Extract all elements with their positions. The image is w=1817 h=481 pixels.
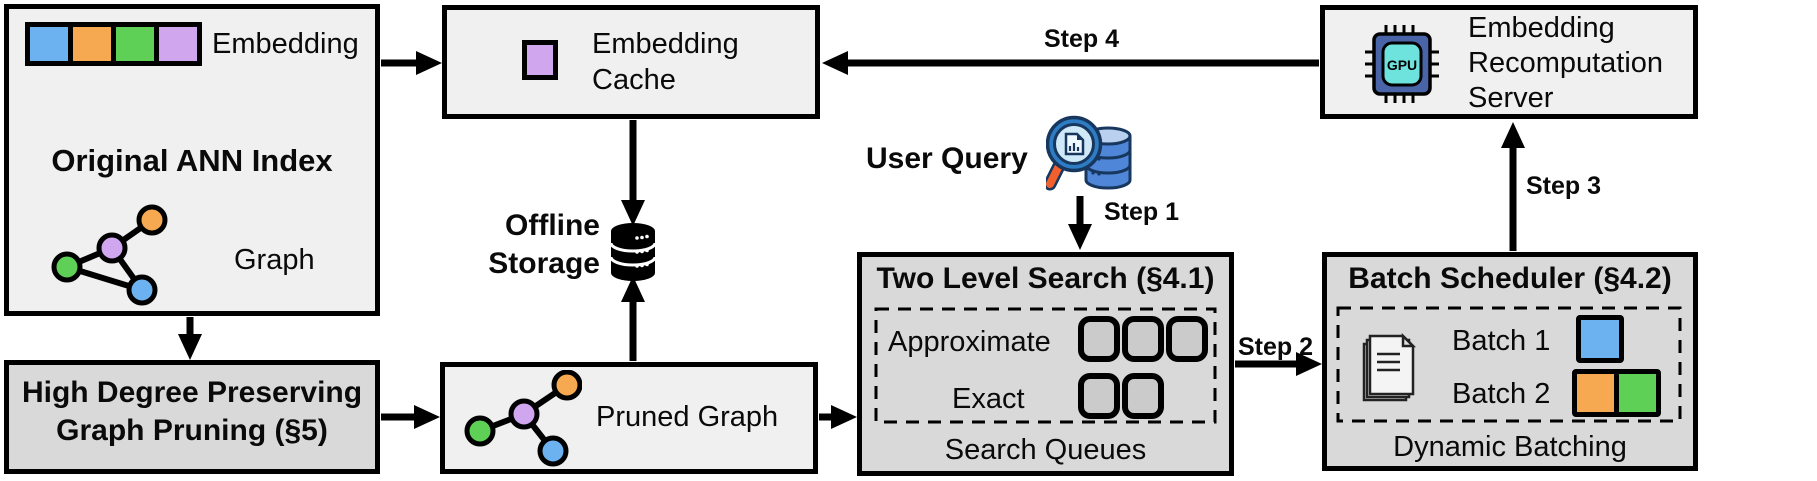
approximate-queue-icons	[1078, 316, 1208, 362]
search-queues-caption: Search Queues	[944, 434, 1147, 466]
high-degree-pruning-title: High Degree Preserving Graph Pruning (§5…	[21, 376, 363, 447]
batch1-embedding-icon	[1576, 315, 1624, 363]
graph-label: Graph	[234, 244, 315, 276]
gpu-chip-icon: GPU	[1365, 25, 1439, 103]
cached-embedding-icon	[522, 40, 558, 80]
step3-label: Step 3	[1526, 172, 1602, 200]
original-ann-index-title: Original ANN Index	[51, 143, 333, 178]
embedding-cell-blue	[30, 27, 68, 61]
batch2-embedding-icons	[1572, 369, 1661, 417]
queue-slot-icon	[1166, 316, 1208, 362]
svg-text:GPU: GPU	[1387, 57, 1417, 73]
queue-slot-icon	[1122, 316, 1164, 362]
exact-label: Exact	[952, 383, 1025, 415]
pruned-graph-icon	[464, 370, 582, 467]
user-query-search-icon	[1046, 115, 1132, 191]
embedding-cell-green	[111, 27, 154, 61]
offline-storage-label: Offline Storage	[488, 209, 600, 280]
original-graph-icon	[51, 204, 168, 306]
two-level-search-title: Two Level Search (§4.1)	[876, 262, 1215, 295]
approximate-label: Approximate	[888, 326, 1051, 358]
queue-slot-icon	[1078, 316, 1120, 362]
pruned-graph-label: Pruned Graph	[596, 401, 779, 433]
dynamic-batching-caption: Dynamic Batching	[1393, 431, 1627, 463]
batch-scheduler-title: Batch Scheduler (§4.2)	[1348, 262, 1672, 295]
recomputation-server-title: Embedding Recomputation Server	[1468, 12, 1664, 114]
batch2-cell-green	[1614, 374, 1656, 412]
step1-label: Step 1	[1104, 198, 1180, 226]
offline-storage-database-icon	[609, 223, 657, 281]
batch2-cell-orange	[1577, 374, 1614, 412]
batch1-label: Batch 1	[1452, 325, 1551, 357]
embedding-cell-orange	[68, 27, 111, 61]
query-documents-icon	[1362, 332, 1417, 402]
embedding-label: Embedding	[212, 28, 359, 60]
queue-slot-icon	[1078, 373, 1120, 419]
queue-slot-icon	[1122, 373, 1164, 419]
step2-label: Step 2	[1238, 333, 1314, 361]
embedding-cell-purple	[154, 27, 197, 61]
step4-label: Step 4	[1044, 25, 1120, 53]
embedding-vector-icon	[25, 22, 202, 66]
batch2-label: Batch 2	[1452, 378, 1551, 410]
embedding-cache-box	[442, 5, 820, 119]
user-query-label: User Query	[866, 142, 1028, 175]
embedding-cache-title: Embedding Cache	[592, 28, 739, 96]
high-degree-pruning-box	[4, 360, 380, 474]
exact-queue-icons	[1078, 373, 1164, 419]
pruned-graph-box	[440, 362, 818, 474]
